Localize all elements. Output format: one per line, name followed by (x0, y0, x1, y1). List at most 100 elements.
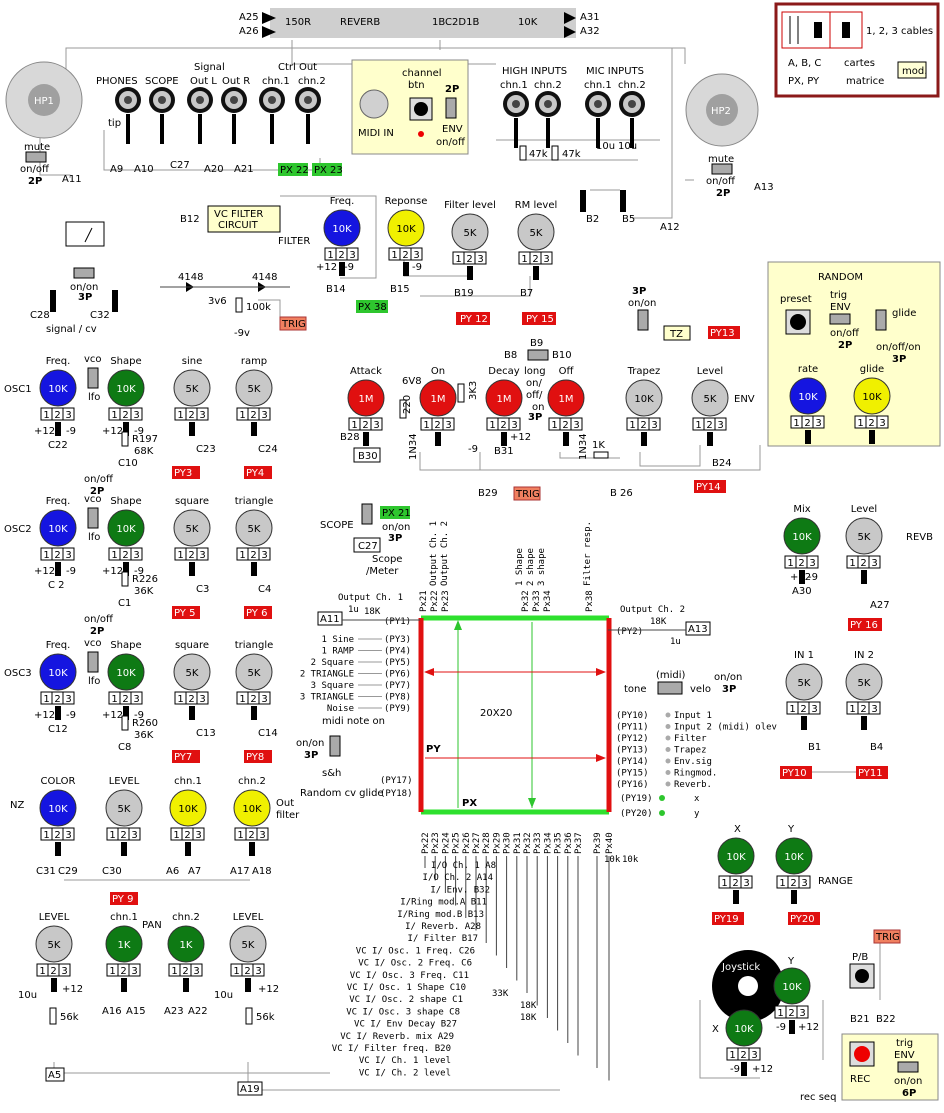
osc2-shape-knob-dial[interactable] (107, 509, 145, 547)
signal-jack-4[interactable] (221, 87, 247, 144)
signal-jack-5[interactable] (259, 87, 285, 144)
osc2-wave1-knob-dial[interactable] (173, 509, 211, 547)
joy-x-knob-dial[interactable] (725, 1009, 763, 1047)
osc2-freq-knob-dial[interactable] (39, 509, 77, 547)
in1-knob-dial[interactable] (785, 663, 823, 701)
xy-y-knob-dial[interactable] (775, 837, 813, 875)
osc3-vco-switch[interactable] (87, 651, 99, 673)
osc1-sw-poles: 2P (90, 486, 104, 497)
input-jack-4[interactable] (619, 91, 645, 148)
joy-y-knob-dial[interactable] (773, 967, 811, 1005)
nz-knob-3-dial[interactable] (169, 789, 207, 827)
filter-knob-4-dial[interactable] (517, 213, 555, 251)
env-sw-on1: on/ (526, 378, 542, 389)
osc1-freq-knob-dial[interactable] (39, 369, 77, 407)
pan-knob-3-dial[interactable] (167, 925, 205, 963)
signal-jack-6[interactable] (295, 87, 321, 144)
xy-x-knob-dial[interactable] (717, 837, 755, 875)
pan-knob-1-dial[interactable] (35, 925, 73, 963)
random-glide-knob-dial[interactable] (853, 377, 891, 415)
revb-level-knob-dial[interactable] (845, 517, 883, 555)
env-knob-5-dial[interactable] (625, 379, 663, 417)
filter-knob-2-dial[interactable] (387, 209, 425, 247)
signal-jack-3[interactable] (187, 87, 213, 144)
nz-knob-2-dial[interactable] (105, 789, 143, 827)
osc3-wave2-knob-dial[interactable] (235, 653, 273, 691)
osc1-vco-switch[interactable] (87, 367, 99, 389)
osc1-shape-knob-dial[interactable] (107, 369, 145, 407)
osc1-wave2-knob-dial[interactable] (235, 369, 273, 407)
signal-jack-1[interactable] (115, 87, 141, 144)
env-knob-4-dial[interactable] (547, 379, 585, 417)
filter-knob-1-dial[interactable] (323, 209, 361, 247)
signal-jack-2[interactable] (149, 87, 175, 144)
env-knob-1-dial[interactable] (347, 379, 385, 417)
pan-knob-4-dial[interactable] (229, 925, 267, 963)
rec-trig: trig (896, 1038, 913, 1049)
matrix-left-label-6: 3 TRIANGLE (300, 693, 354, 703)
env-knob-3-dial[interactable] (485, 379, 523, 417)
random-rate-knob-dial[interactable] (789, 377, 827, 415)
input-jack-1[interactable] (503, 91, 529, 148)
pan-knob-2-dial[interactable] (105, 925, 143, 963)
osc3-shape-knob-dial[interactable] (107, 653, 145, 691)
input-jack-3[interactable] (585, 91, 611, 148)
osc1-wave1-knob-dial[interactable] (173, 369, 211, 407)
revb-mix-knob-dial[interactable] (783, 517, 821, 555)
nz-knob-4-dial[interactable] (233, 789, 271, 827)
osc2-wave2-knob-dial[interactable] (235, 509, 273, 547)
osc2-rv: 36K (134, 586, 154, 597)
osc3-wave1-knob-dial[interactable] (173, 653, 211, 691)
filter-knob-3-dial[interactable] (451, 213, 489, 251)
input-jack-2[interactable] (535, 91, 561, 148)
in2-knob-dial[interactable] (845, 663, 883, 701)
random-glide-mode: on/off/on (876, 342, 921, 353)
nz-knob-1-dial[interactable] (39, 789, 77, 827)
env-knob-2-dial[interactable] (419, 379, 457, 417)
osc3-freq-knob-dial[interactable] (39, 653, 77, 691)
osc2-vco-switch[interactable] (87, 507, 99, 529)
env-knob-6-dial[interactable] (691, 379, 729, 417)
